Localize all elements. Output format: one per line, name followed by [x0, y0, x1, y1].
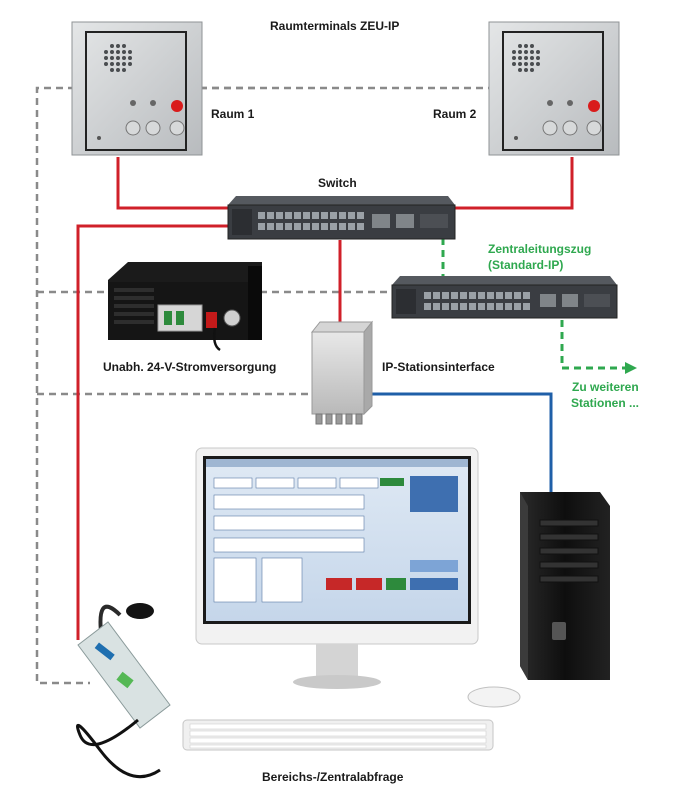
label-room-2: Raum 2	[433, 107, 477, 121]
desk-microphone	[76, 603, 171, 779]
label-power-supply: Unabh. 24-V-Stromversorgung	[103, 360, 277, 374]
main-switch	[227, 196, 456, 240]
speaker-grille-icon	[512, 44, 540, 72]
mouse	[467, 686, 521, 708]
label-ip-interface: IP-Stationsinterface	[382, 360, 495, 374]
label-workstation: Bereichs-/Zentralabfrage	[262, 770, 404, 784]
blue-link	[370, 392, 553, 492]
dashed-supply-lines	[35, 86, 495, 685]
room-terminal-2	[488, 21, 620, 156]
screen-buttons	[326, 476, 458, 590]
keyboard	[182, 719, 494, 751]
label-more-stations: Zu weiteren	[572, 380, 639, 394]
central-switch	[391, 276, 618, 319]
pc-tower	[520, 492, 610, 680]
label-room-terminals: Raumterminals ZEU-IP	[270, 19, 400, 33]
green-arrowhead	[625, 362, 637, 374]
green-links	[441, 238, 625, 370]
ip-station-interface	[310, 320, 374, 425]
label-central-line-standard: (Standard-IP)	[488, 258, 564, 272]
label-more-stations-dots: Stationen ...	[571, 396, 640, 410]
label-central-line: Zentraleitungszug	[488, 242, 592, 256]
monitor	[195, 447, 479, 689]
label-room-1: Raum 1	[211, 107, 255, 121]
power-supply-unit	[108, 262, 262, 352]
red-links	[76, 157, 574, 640]
screen-floorplan	[213, 477, 379, 603]
label-switch: Switch	[318, 176, 357, 190]
room-terminal-1	[71, 21, 203, 156]
speaker-grille-icon	[104, 44, 132, 72]
